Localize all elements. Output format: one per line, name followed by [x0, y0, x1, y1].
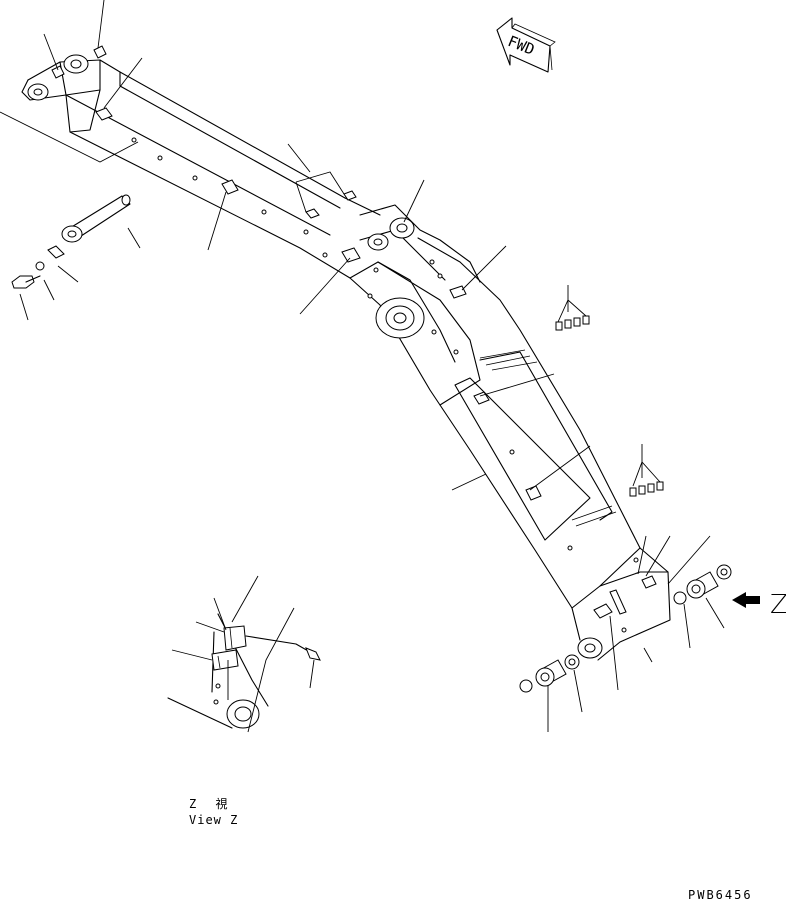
hose-clamps	[95, 107, 657, 619]
view-z-arrow-icon	[732, 592, 760, 608]
foot-pin-boss	[27, 54, 89, 101]
bolt-set-lower	[629, 444, 664, 497]
bushing-set-left	[519, 654, 580, 693]
view-caption-english: View Z	[189, 813, 239, 827]
bushing-set-right	[673, 564, 732, 605]
bolt-set-upper	[555, 285, 590, 331]
arm-pin-boss	[577, 637, 603, 659]
view-z-detail	[167, 575, 321, 733]
boom-body	[21, 59, 671, 661]
leader-lines	[0, 0, 725, 732]
boom-bolts	[131, 137, 639, 633]
foot-pin-assembly	[11, 194, 131, 289]
view-z-label: Z	[770, 590, 786, 620]
drawing-code: PWB6456	[688, 888, 753, 902]
boom-disc	[375, 297, 425, 339]
view-caption-japanese: Z 視	[189, 797, 234, 811]
fwd-arrow-icon	[496, 17, 556, 73]
cylinder-bracket	[359, 204, 481, 283]
top-bracket	[51, 45, 107, 79]
